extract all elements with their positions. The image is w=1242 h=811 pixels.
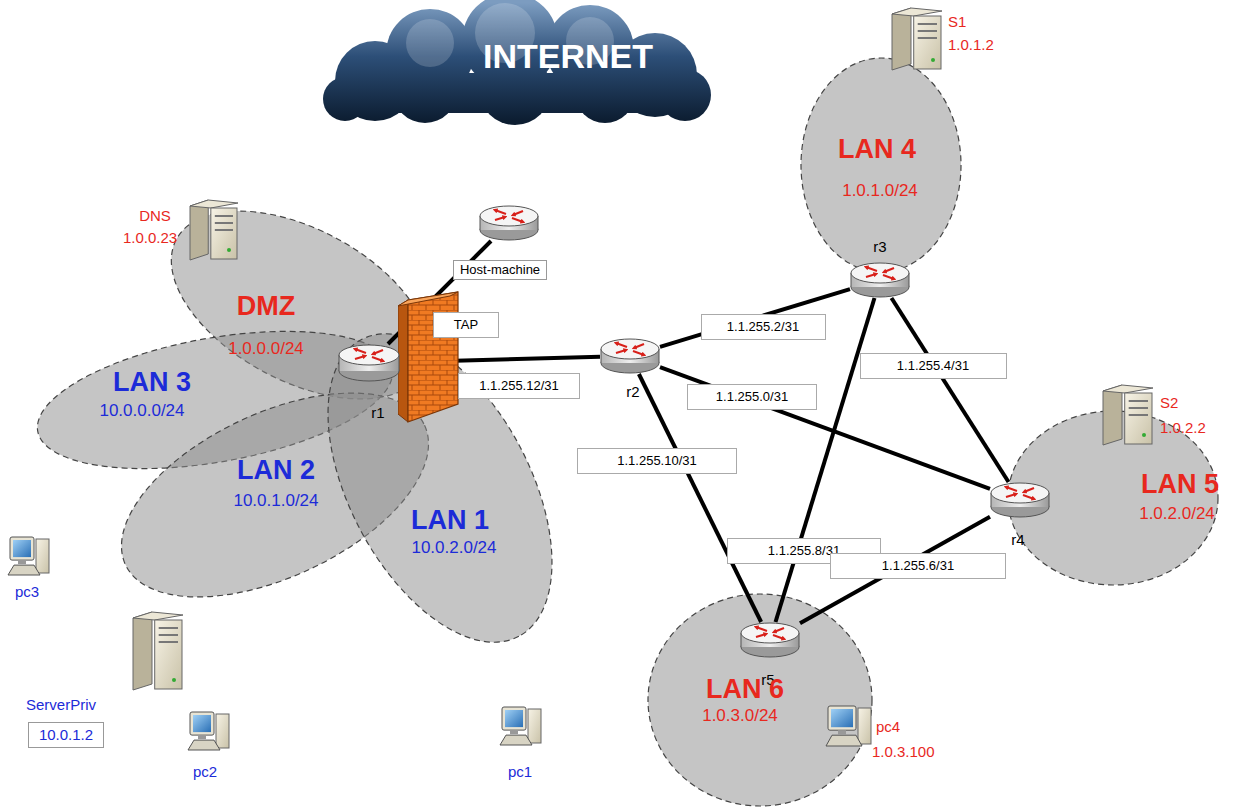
pc-icon: pc2 xyxy=(188,710,230,752)
server-icon: S21.0.2.2 xyxy=(1103,385,1153,445)
node-text: INTERNET xyxy=(483,37,653,76)
firewall-wall xyxy=(398,290,464,426)
node-text: 1.0.1.0/24 xyxy=(842,181,918,201)
server-icon: ServerPriv10.0.1.2 xyxy=(133,612,183,690)
node-text: pc3 xyxy=(15,583,39,600)
router-icon: r3 xyxy=(850,262,910,298)
router-icon-shape xyxy=(479,205,539,241)
link-label: 1.1.255.12/31 xyxy=(458,373,580,399)
pc-icon-shape xyxy=(8,535,50,577)
node-text: 1.0.3.100 xyxy=(872,743,935,760)
node-text: 1.0.0.0/24 xyxy=(228,339,304,359)
router-icon-shape xyxy=(338,344,400,382)
node-text: 1.0.2.0/24 xyxy=(1139,504,1215,524)
pc-icon: pc41.0.3.100 xyxy=(826,704,872,748)
network-link xyxy=(891,298,1008,482)
router-icon: Host-machine xyxy=(479,205,539,241)
router-icon-shape xyxy=(600,338,660,374)
network-link xyxy=(660,289,850,347)
node-text: pc2 xyxy=(193,763,217,780)
server-icon-shape xyxy=(892,8,942,70)
server-icon: DNS1.0.0.23 xyxy=(190,200,238,260)
server-icon-shape xyxy=(133,612,183,690)
pc-icon-shape xyxy=(826,704,872,748)
router-icon: r4 xyxy=(990,482,1050,518)
router-icon: r1 xyxy=(338,344,400,382)
server-icon-shape xyxy=(1103,385,1153,445)
subnet-region: LAN 61.0.3.0/24 xyxy=(645,590,875,810)
internet-cloud: INTERNET xyxy=(315,3,715,121)
node-text: LAN 2 xyxy=(237,455,315,486)
pc-icon-shape xyxy=(500,705,542,747)
node-text: DMZ xyxy=(237,291,295,322)
node-text: DNS xyxy=(139,207,171,224)
node-text: Host-machine xyxy=(453,260,547,281)
server-icon-shape xyxy=(190,200,238,260)
router-icon: r5 xyxy=(740,622,800,658)
node-text: 1.0.2.2 xyxy=(1160,419,1206,436)
node-text: 1.0.0.23 xyxy=(123,229,177,246)
node-text: pc1 xyxy=(508,763,532,780)
node-text: LAN 1 xyxy=(411,505,489,536)
node-text: LAN 4 xyxy=(838,134,916,165)
router-icon: r2 xyxy=(600,338,660,374)
link-label: 1.1.255.10/31 xyxy=(577,448,737,474)
node-text: LAN 6 xyxy=(706,674,784,705)
node-text: 10.0.1.0/24 xyxy=(233,491,318,511)
subnet-region-shape xyxy=(25,310,405,490)
node-text: r4 xyxy=(1011,531,1024,548)
node-text: r1 xyxy=(371,404,384,421)
node-text: LAN 3 xyxy=(113,367,191,398)
node-text: S2 xyxy=(1160,394,1178,411)
node-text: 1.0.1.2 xyxy=(948,36,994,53)
node-text: r2 xyxy=(626,383,639,400)
node-text: 10.0.1.2 xyxy=(28,722,104,747)
subnet-region-shape xyxy=(330,310,555,660)
link-label: 1.1.255.0/31 xyxy=(687,384,817,410)
link-label: 1.1.255.6/31 xyxy=(830,553,1006,579)
router-icon-shape xyxy=(740,622,800,658)
link-label: 1.1.255.4/31 xyxy=(860,353,1007,379)
network-link xyxy=(639,374,761,622)
node-text: 1.0.3.0/24 xyxy=(702,706,778,726)
pc-icon: pc1 xyxy=(500,705,542,747)
node-text: S1 xyxy=(948,13,966,30)
subnet-region: LAN 3 10.0.0.0/24 xyxy=(25,310,405,490)
pc-icon: pc3 xyxy=(8,535,50,577)
pc-icon-shape xyxy=(188,710,230,752)
node-text: 10.0.0.0/24 xyxy=(99,401,184,421)
link-label: 1.1.255.2/31 xyxy=(701,314,826,340)
node-text: LAN 5 xyxy=(1141,469,1219,500)
link-label: TAP xyxy=(433,312,499,338)
node-text: pc4 xyxy=(876,718,900,735)
node-text: 10.0.2.0/24 xyxy=(411,538,496,558)
node-text: r3 xyxy=(873,238,886,255)
node-text: ServerPriv xyxy=(26,696,96,713)
router-icon-shape xyxy=(990,482,1050,518)
server-icon: S11.0.1.2 xyxy=(892,8,942,70)
router-icon-shape xyxy=(850,262,910,298)
subnet-region: LAN 110.0.2.0/24 xyxy=(330,310,555,660)
